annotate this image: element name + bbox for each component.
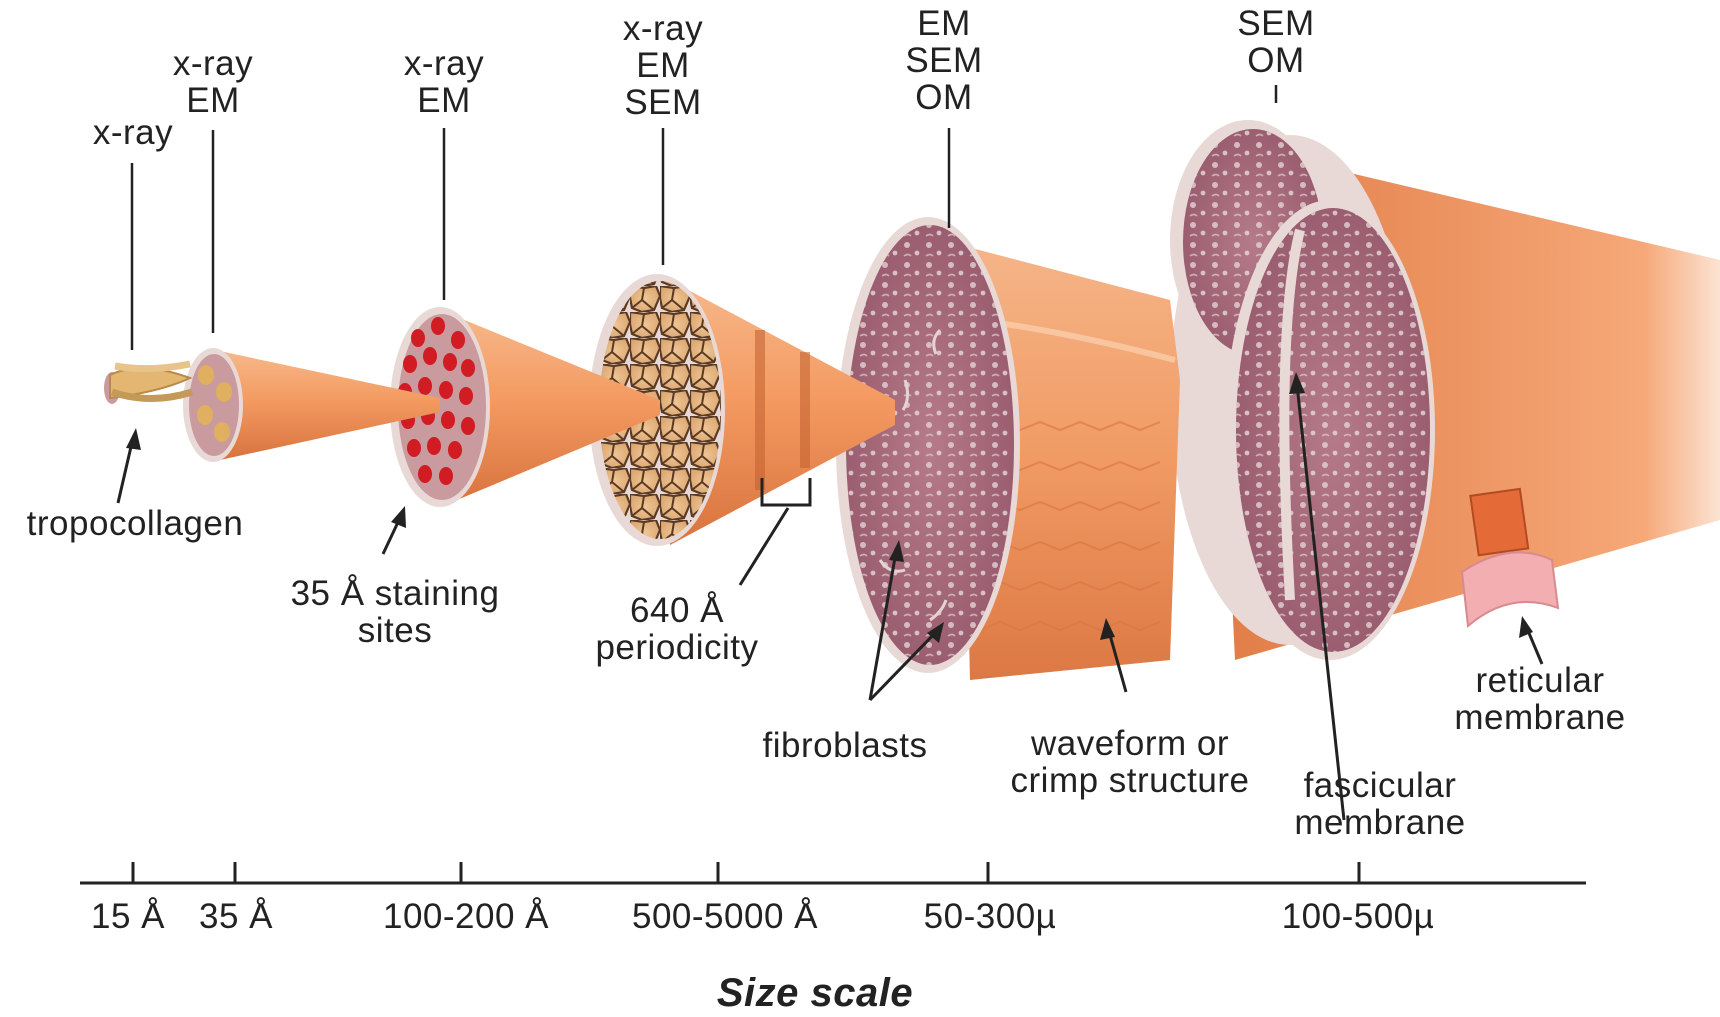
size-scale-axis [80, 862, 1586, 883]
technique-label-microfibril: x-ray EM [168, 45, 258, 119]
technique-label-tropocollagen: x-ray [88, 114, 178, 151]
technique-text: SEM [613, 84, 713, 121]
technique-text: x-ray [399, 45, 489, 82]
scale-tick-label: 50-300µ [890, 898, 1090, 935]
scale-tick-label: 35 Å [186, 898, 286, 935]
scale-tick-label: 15 Å [78, 898, 178, 935]
technique-text: EM [894, 5, 994, 42]
reticular-membrane-window [1470, 489, 1528, 555]
technique-text: OM [1226, 42, 1326, 79]
scale-tick-label: 100-500µ [1258, 898, 1458, 935]
technique-text: x-ray [613, 10, 713, 47]
periodicity-label: 640 Å periodicity [577, 592, 777, 666]
technique-text: EM [168, 82, 258, 119]
technique-text: EM [399, 82, 489, 119]
technique-text: SEM [1226, 5, 1326, 42]
tropocollagen-label: tropocollagen [10, 505, 260, 542]
technique-text: SEM [894, 42, 994, 79]
technique-text: OM [894, 79, 994, 116]
crimp-block-level [836, 217, 1180, 680]
fibroblasts-label: fibroblasts [740, 727, 950, 764]
scale-tick-label: 100-200 Å [366, 898, 566, 935]
technique-text: EM [613, 47, 713, 84]
technique-label-fibril: x-ray EM [399, 45, 489, 119]
technique-label-fascicle: SEM OM [1226, 5, 1326, 79]
technique-text: x-ray [88, 114, 178, 151]
tropocollagen-level [104, 364, 192, 404]
technique-label-fibre: x-ray EM SEM [613, 10, 713, 121]
staining-sites-label: 35 Å staining sites [265, 575, 525, 649]
fascicle-level [1170, 120, 1720, 660]
waveform-label: waveform or crimp structure [985, 725, 1275, 799]
reticular-membrane-label: reticular membrane [1440, 662, 1640, 736]
fascicular-membrane-label: fascicular membrane [1280, 767, 1480, 841]
technique-label-crimp-block: EM SEM OM [894, 5, 994, 116]
size-scale-title: Size scale [650, 975, 980, 1012]
microfibril-section [189, 354, 239, 456]
reticular-membrane-flap [1462, 552, 1558, 626]
technique-text: x-ray [168, 45, 258, 82]
scale-tick-label: 500-5000 Å [605, 898, 845, 935]
